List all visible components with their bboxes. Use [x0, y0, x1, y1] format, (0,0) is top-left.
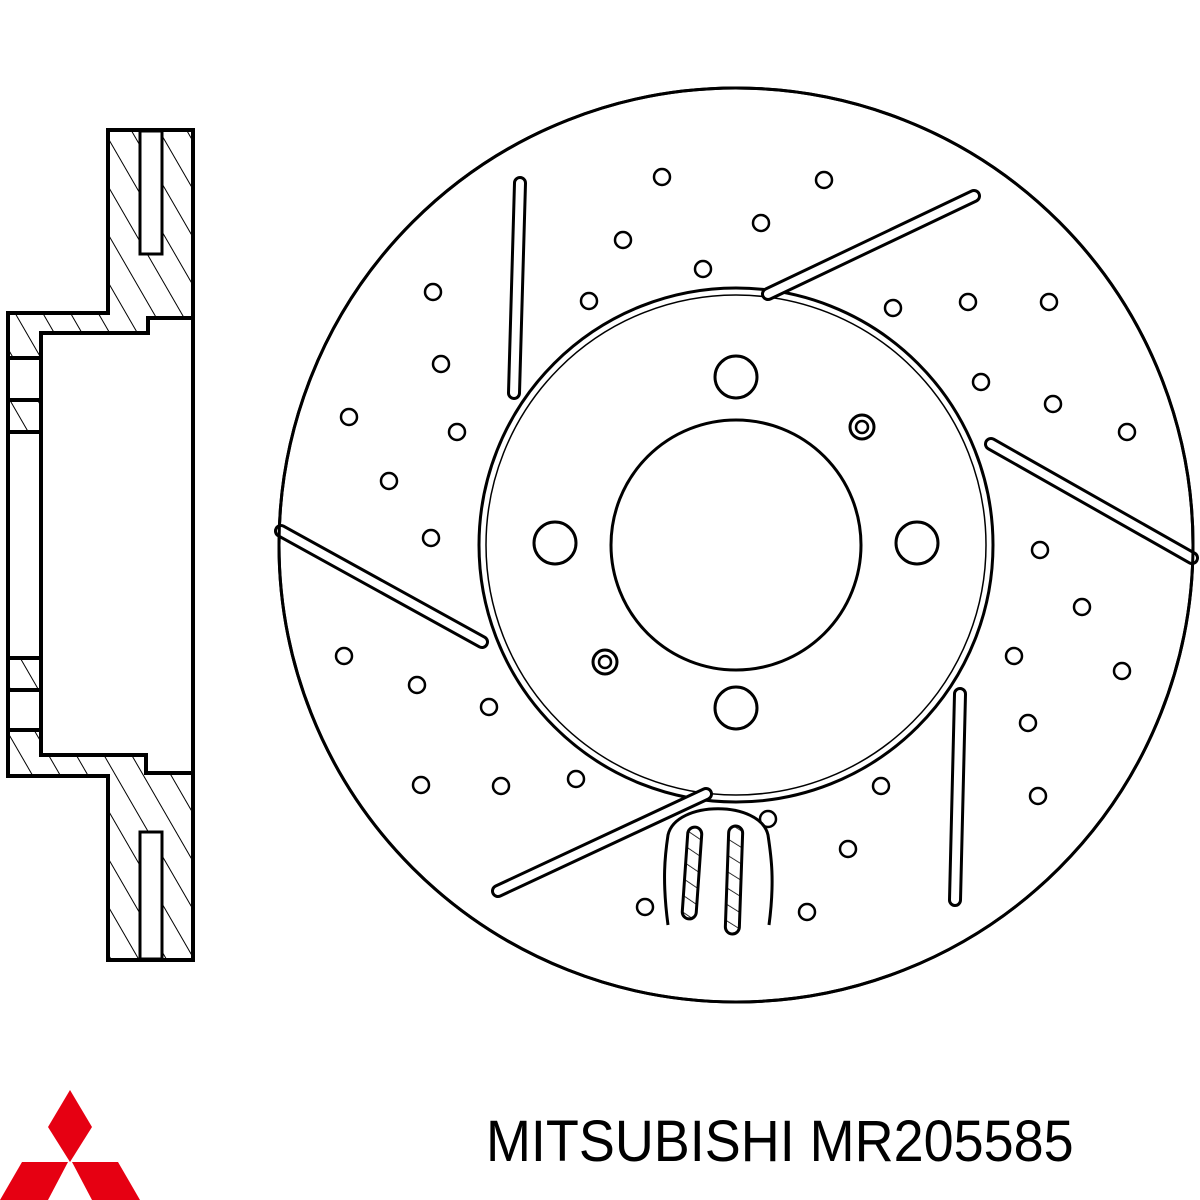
mitsubishi-logo-icon	[0, 1090, 140, 1200]
brand-name: MITSUBISHI	[486, 1109, 795, 1174]
hat-outer-ring	[477, 286, 995, 804]
drill-hole	[1004, 646, 1024, 666]
drill-hole	[334, 646, 354, 666]
front-view	[274, 86, 1199, 1004]
drill-hole	[339, 407, 359, 427]
slot	[274, 524, 489, 649]
drill-hole	[635, 897, 655, 917]
drill-hole	[652, 167, 672, 187]
part-number: MR205585	[809, 1109, 1074, 1174]
locator-holes	[591, 413, 876, 676]
bolt-hole	[713, 354, 759, 400]
drill-hole	[566, 769, 586, 789]
wear-indicator	[663, 807, 774, 936]
bolt-hole	[894, 520, 940, 566]
locator-hole-inner	[854, 419, 870, 435]
locator-hole	[591, 648, 619, 676]
cooling-slots	[274, 176, 1199, 907]
drill-hole	[693, 259, 713, 279]
slot	[507, 176, 527, 400]
drill-hole	[883, 298, 903, 318]
drill-hole	[958, 292, 978, 312]
slot	[984, 437, 1199, 565]
section-lower-hatched	[6, 728, 195, 962]
cross-section-view	[6, 128, 195, 962]
drill-hole	[423, 282, 443, 302]
section-upper-tab	[6, 398, 43, 434]
drill-hole	[411, 775, 431, 795]
section-upper-hatched	[6, 128, 195, 360]
drill-hole	[1072, 597, 1092, 617]
slot	[948, 687, 967, 907]
section-lower-vane	[138, 830, 164, 961]
bolt-holes	[532, 354, 940, 731]
drill-hole	[447, 422, 467, 442]
drill-hole	[1043, 394, 1063, 414]
drill-hole	[379, 471, 399, 491]
locator-hole	[848, 413, 876, 441]
slot	[761, 189, 981, 301]
drill-hole	[814, 170, 834, 190]
hat-inner-ring	[485, 294, 987, 796]
center-bore	[609, 418, 863, 672]
drill-hole	[797, 902, 817, 922]
drill-hole	[579, 291, 599, 311]
drill-hole	[431, 354, 451, 374]
drill-holes	[334, 167, 1137, 922]
drill-hole	[758, 809, 778, 829]
drill-hole	[491, 776, 511, 796]
drill-hole	[1039, 292, 1059, 312]
locator-hole-inner	[597, 654, 613, 670]
slot	[491, 787, 713, 898]
drill-hole	[1018, 713, 1038, 733]
drill-hole	[613, 230, 633, 250]
bolt-hole	[532, 520, 578, 566]
drill-hole	[1030, 540, 1050, 560]
drill-hole	[479, 697, 499, 717]
drill-hole	[871, 776, 891, 796]
drill-hole	[751, 213, 771, 233]
bolt-hole	[713, 685, 759, 731]
drill-hole	[421, 528, 441, 548]
section-upper-vane	[138, 129, 164, 256]
drill-hole	[1028, 786, 1048, 806]
drill-hole	[971, 372, 991, 392]
drill-hole	[1117, 422, 1137, 442]
drill-hole	[407, 675, 427, 695]
disc-outer-edge	[277, 86, 1195, 1004]
part-caption: MITSUBISHI MR205585	[486, 1108, 1074, 1175]
drill-hole	[1112, 661, 1132, 681]
section-lower-tab	[6, 656, 43, 692]
drill-hole	[838, 839, 858, 859]
